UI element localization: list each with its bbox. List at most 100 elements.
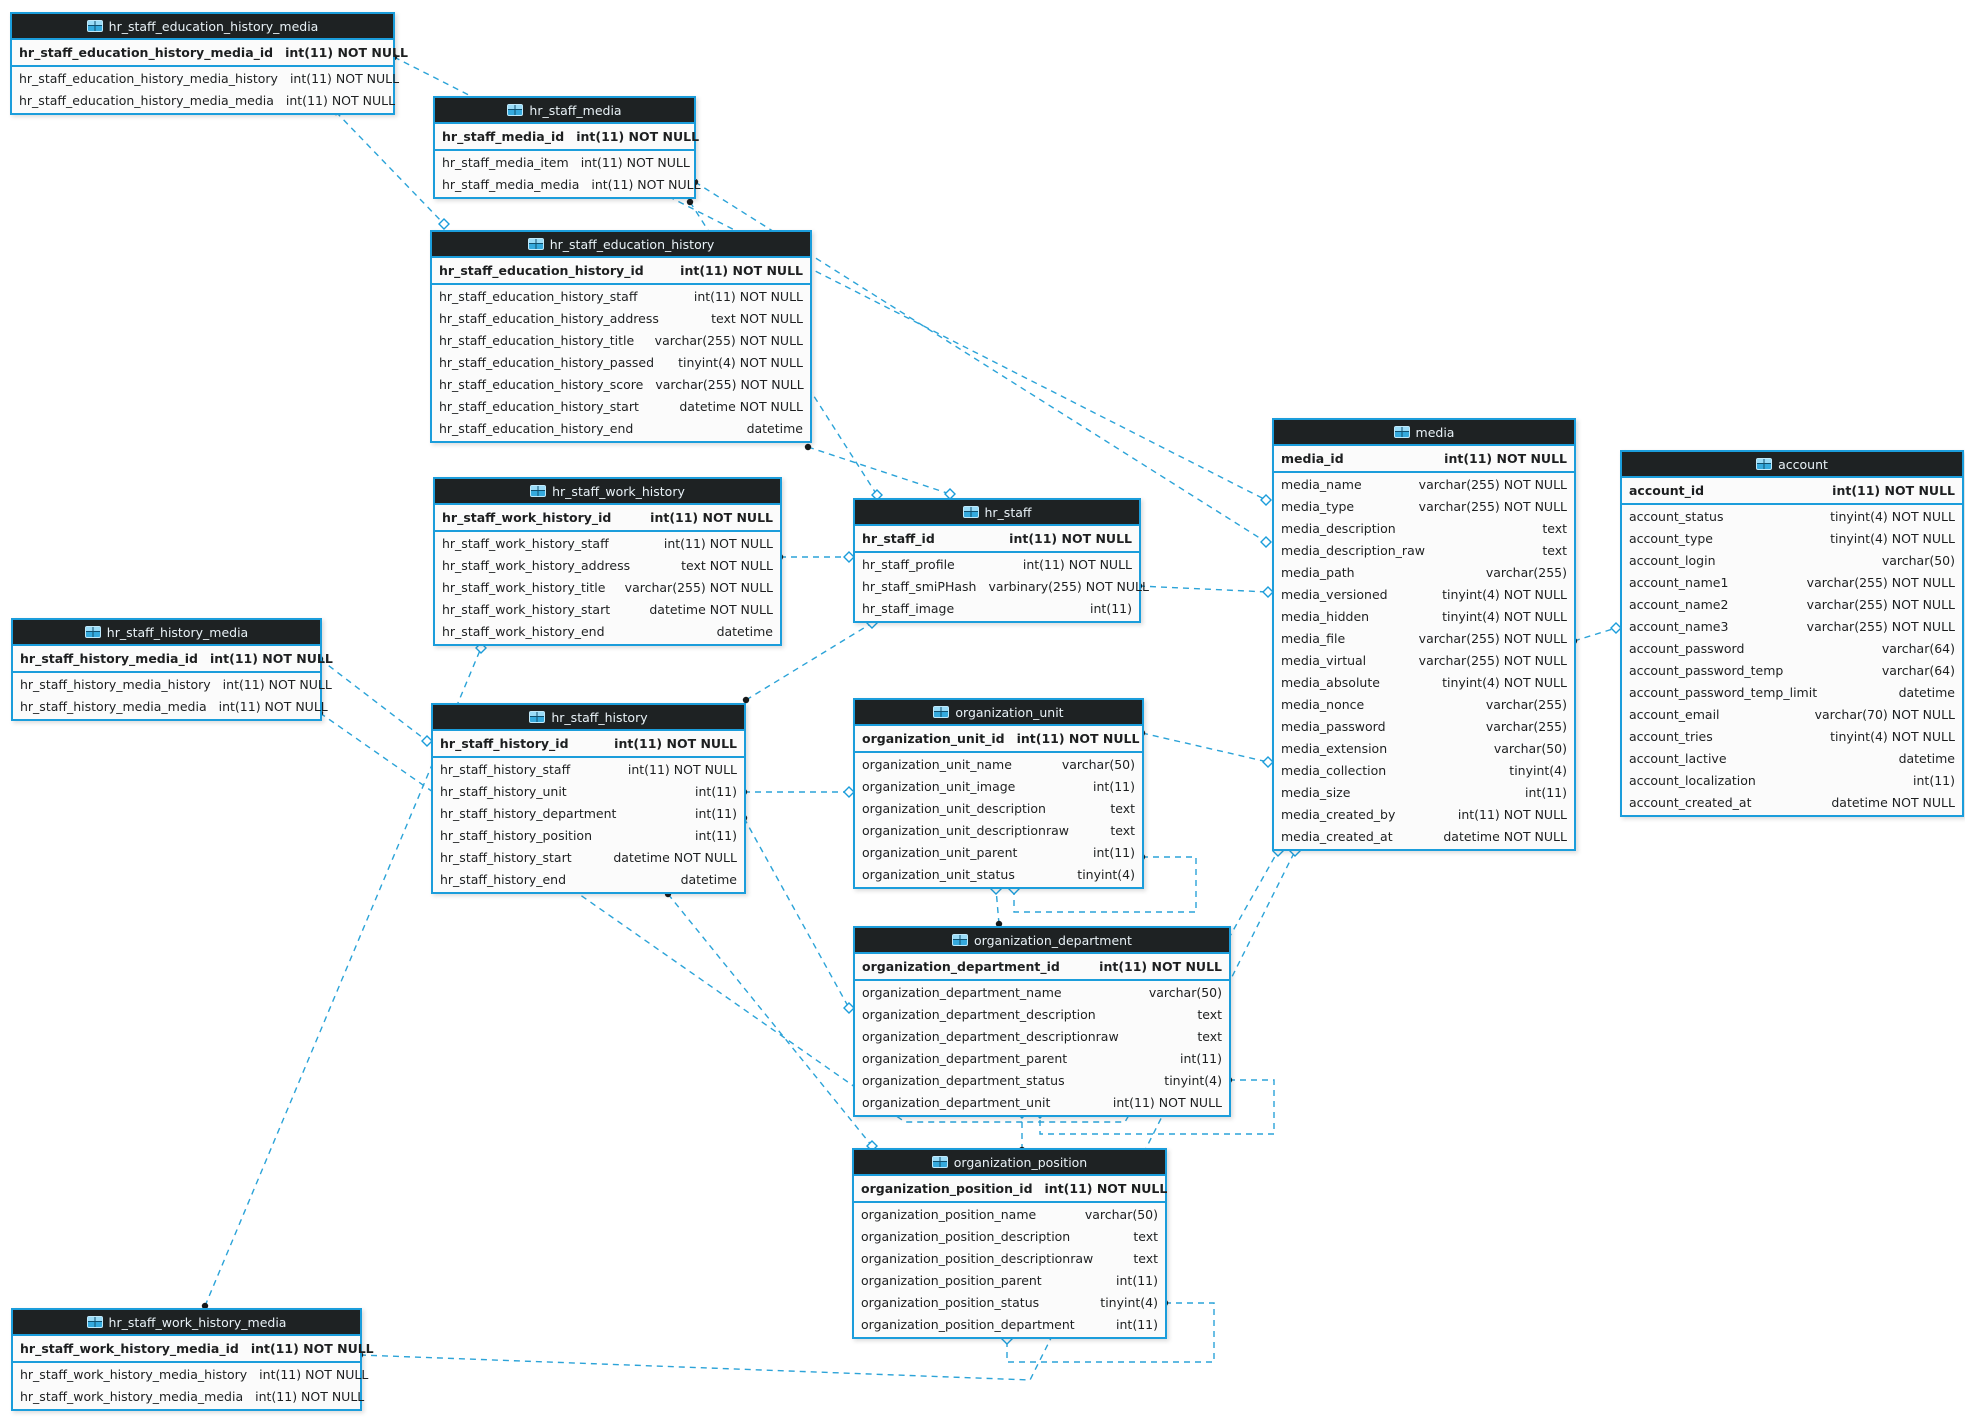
table-hr_staff_work_history_media[interactable]: hr_staff_work_history_media hr_staff_wor…: [11, 1308, 374, 1411]
relationship-hr_staff_work_history-to-hr_staff[interactable]: [776, 551, 855, 563]
column-type: varchar(255) NOT NULL: [624, 580, 773, 595]
column-row: media_created_at datetime NOT NULL: [1274, 826, 1574, 848]
column-type: int(11) NOT NULL: [259, 1367, 369, 1382]
relationship-media-to-account[interactable]: [1570, 622, 1622, 645]
relationship-organization_department-to-organization_unit[interactable]: [990, 883, 1003, 928]
table-hr_staff_media[interactable]: hr_staff_media hr_staff_media_id int(11)…: [433, 96, 701, 199]
table-header[interactable]: hr_staff_education_history: [432, 232, 810, 258]
column-name: account_lactive: [1629, 751, 1727, 766]
table-header[interactable]: hr_staff_work_history: [435, 479, 780, 505]
column-type: int(11): [695, 784, 737, 799]
column-name: media_created_at: [1281, 829, 1393, 844]
table-hr_staff_work_history[interactable]: hr_staff_work_history hr_staff_work_hist…: [433, 477, 782, 646]
column-type: int(11): [1913, 773, 1955, 788]
column-type: datetime: [716, 624, 773, 639]
table-header[interactable]: media: [1274, 420, 1574, 446]
column-type: text: [1542, 543, 1567, 558]
column-type: varchar(50): [1061, 757, 1135, 772]
column-name: account_login: [1629, 553, 1716, 568]
column-type: varchar(70) NOT NULL: [1814, 707, 1955, 722]
primary-key-name: organization_department_id: [862, 959, 1060, 974]
table-header[interactable]: hr_staff_history_media: [13, 620, 320, 646]
column-name: organization_unit_name: [862, 757, 1012, 772]
column-type: int(11) NOT NULL: [663, 536, 773, 551]
column-type: tinyint(4): [1509, 763, 1567, 778]
column-type: int(11): [1180, 1051, 1222, 1066]
column-type: varchar(50): [1084, 1207, 1158, 1222]
table-hr_staff_education_history[interactable]: hr_staff_education_history hr_staff_educ…: [430, 230, 812, 443]
relationship-hr_staff-to-media[interactable]: [1135, 582, 1274, 598]
table-organization_unit[interactable]: organization_unit organization_unit_id i…: [853, 698, 1144, 889]
column-name: hr_staff_education_history_media_media: [19, 93, 274, 108]
table-header[interactable]: organization_unit: [855, 700, 1142, 726]
relationship-target-diamond: [843, 551, 855, 563]
table-hr_staff_history[interactable]: hr_staff_history hr_staff_history_id int…: [431, 703, 746, 894]
column-name: organization_department_status: [862, 1073, 1065, 1088]
column-name: hr_staff_media_item: [442, 155, 569, 170]
primary-key-type: int(11) NOT NULL: [1444, 451, 1567, 466]
column-type: datetime NOT NULL: [1831, 795, 1955, 810]
column-type: text: [1133, 1229, 1158, 1244]
primary-key-name: media_id: [1281, 451, 1344, 466]
column-type: datetime: [1898, 751, 1955, 766]
relationship-source-dot: [995, 920, 1003, 928]
table-header[interactable]: organization_position: [854, 1150, 1165, 1176]
table-account[interactable]: account account_id int(11) NOT NULL acco…: [1620, 450, 1964, 817]
column-name: hr_staff_work_history_media_media: [20, 1389, 244, 1404]
column-type: tinyint(4) NOT NULL: [1442, 675, 1567, 690]
column-type: tinyint(4) NOT NULL: [1442, 609, 1567, 624]
table-organization_department[interactable]: organization_department organization_dep…: [853, 926, 1231, 1117]
table-media[interactable]: media media_id int(11) NOT NULL media_na…: [1272, 418, 1576, 851]
relationship-hr_staff_education_history-to-hr_staff[interactable]: [804, 443, 956, 500]
column-type: varchar(255): [1485, 565, 1567, 580]
column-name: organization_unit_description: [862, 801, 1046, 816]
table-header[interactable]: hr_staff_education_history_media: [12, 14, 393, 40]
relationship-hr_staff_history-to-organization_unit[interactable]: [740, 786, 855, 798]
table-columns: organization_unit_name varchar(50) organiz…: [855, 753, 1142, 887]
relationship-hr_staff_history-to-organization_department[interactable]: [740, 814, 855, 1014]
relationship-hr_staff_history-to-organization_position[interactable]: [664, 890, 878, 1152]
column-row: account_lactive datetime: [1622, 748, 1962, 770]
table-hr_staff[interactable]: hr_staff hr_staff_id int(11) NOT NULL hr…: [853, 498, 1149, 623]
table-organization_position[interactable]: organization_position organization_posit…: [852, 1148, 1167, 1339]
column-type: text NOT NULL: [681, 558, 773, 573]
column-type: int(11) NOT NULL: [255, 1389, 365, 1404]
table-header[interactable]: account: [1622, 452, 1962, 478]
column-type: datetime NOT NULL: [1443, 829, 1567, 844]
relationship-hr_staff_education_history_media-to-hr_staff_education_history[interactable]: [332, 108, 450, 230]
table-header[interactable]: hr_staff_media: [435, 98, 694, 124]
relationship-organization_unit-to-media[interactable]: [1138, 729, 1274, 768]
column-name: media_password: [1281, 719, 1386, 734]
relationship-hr_staff_history_media-to-hr_staff_history[interactable]: [316, 655, 433, 747]
table-hr_staff_history_media[interactable]: hr_staff_history_media hr_staff_history_…: [11, 618, 333, 721]
table-header[interactable]: hr_staff_work_history_media: [13, 1310, 360, 1336]
relationship-target-diamond: [438, 218, 450, 230]
column-type: varchar(50): [1881, 553, 1955, 568]
column-name: media_type: [1281, 499, 1355, 514]
table-hr_staff_education_history_media[interactable]: hr_staff_education_history_media hr_staf…: [10, 12, 408, 115]
column-name: hr_staff_image: [862, 601, 955, 616]
table-header[interactable]: hr_staff_history: [433, 705, 744, 731]
column-name: account_name3: [1629, 619, 1729, 634]
column-name: organization_department_descriptionraw: [862, 1029, 1119, 1044]
column-type: tinyint(4) NOT NULL: [1830, 729, 1955, 744]
table-header[interactable]: organization_department: [855, 928, 1229, 954]
primary-key-row: hr_staff_education_history_id int(11) NO…: [432, 258, 810, 285]
table-icon: [1756, 458, 1773, 470]
table-header[interactable]: hr_staff: [855, 500, 1139, 526]
column-type: tinyint(4) NOT NULL: [1830, 509, 1955, 524]
